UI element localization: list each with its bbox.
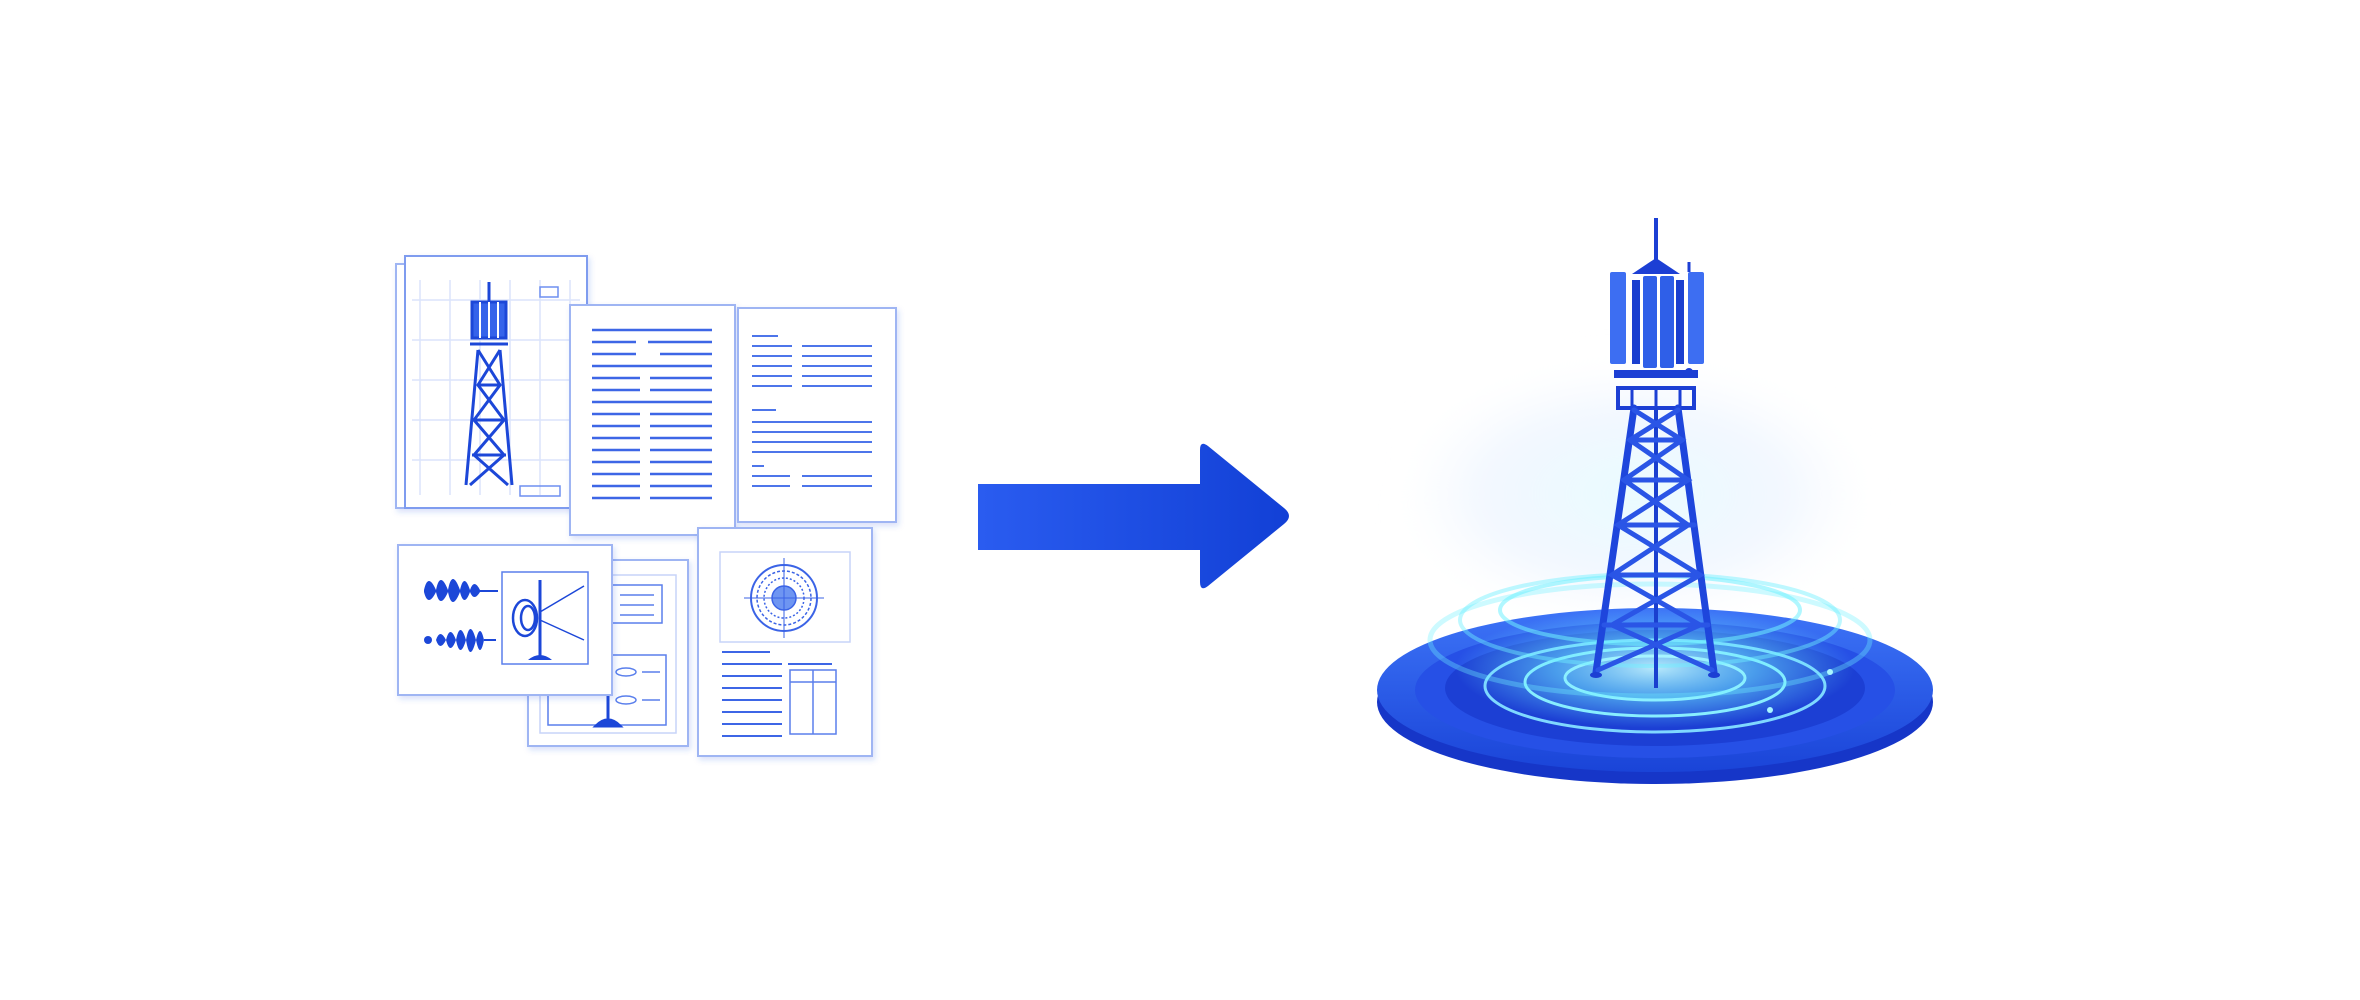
radiation-chart-icon [744,558,824,638]
cell-tower-scene [1377,218,1933,784]
tower-blueprint-sheet [395,255,588,509]
spec-document-sheet [737,307,897,523]
documents-icon [395,255,897,757]
antenna-pattern-icon [424,579,498,652]
text-document-sheet [569,304,736,536]
arrow-right-icon [978,443,1289,589]
tower-blueprint-icon [464,282,514,487]
cell-tower-icon [1590,218,1720,688]
antenna-pattern-sheet [397,544,613,696]
radiation-chart-sheet [697,527,873,757]
